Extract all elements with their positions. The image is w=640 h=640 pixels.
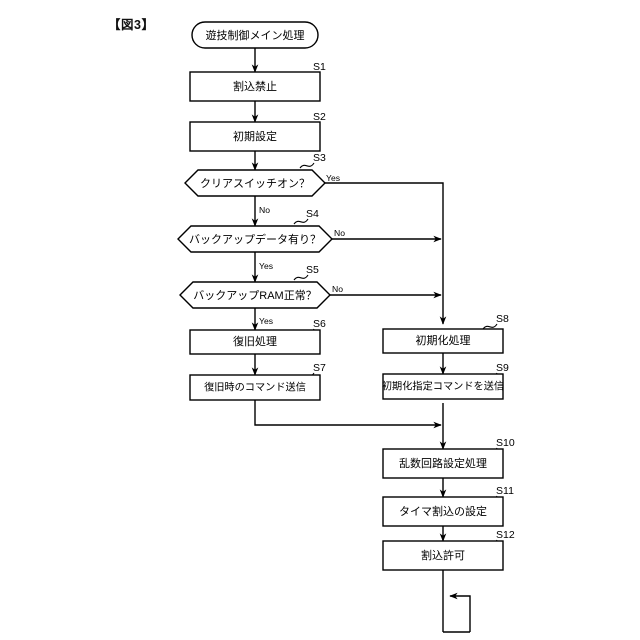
start-node-shape xyxy=(191,21,319,49)
branch-label-s4-yes: Yes xyxy=(259,261,273,271)
s5-label: バックアップRAM正常？ xyxy=(193,289,316,302)
node-s5[interactable]: バックアップRAM正常？ xyxy=(179,281,331,309)
step-label-s2: S2 xyxy=(313,111,326,123)
step-label-s8: S8 xyxy=(496,313,509,325)
s3-hexagon xyxy=(184,169,326,197)
step-label-s12: S12 xyxy=(496,529,515,541)
node-s10[interactable]: 乱数回路設定処理 xyxy=(382,448,504,479)
s9-box xyxy=(382,373,504,400)
s4-label: バックアップデータ有り？ xyxy=(189,232,321,246)
edge-s3-yes-to-s8 xyxy=(325,182,447,325)
node-s4[interactable]: バックアップデータ有り？ xyxy=(177,225,333,253)
s10-label: 乱数回路設定処理 xyxy=(399,456,487,470)
s10-box xyxy=(382,448,504,479)
node-s2[interactable]: 初期設定 xyxy=(189,121,321,152)
branch-label-s3-yes: Yes xyxy=(326,173,340,183)
leader-s4 xyxy=(293,218,309,225)
node-s8[interactable]: 初期化処理 xyxy=(382,328,504,354)
step-label-s6: S6 xyxy=(313,318,326,330)
s5-hexagon xyxy=(179,281,331,309)
leader-s8 xyxy=(482,323,498,330)
s12-box xyxy=(382,540,504,571)
step-label-s7: S7 xyxy=(313,362,326,374)
node-s1[interactable]: 割込禁止 xyxy=(189,71,321,102)
s3-label: クリアスイッチオン？ xyxy=(200,177,310,190)
node-s6[interactable]: 復旧処理 xyxy=(189,329,321,355)
s7-box xyxy=(189,374,321,401)
s11-label: タイマ割込の設定 xyxy=(399,504,487,518)
s12-label: 割込許可 xyxy=(421,548,465,562)
s7-label: 復旧時のコマンド送信 xyxy=(204,381,306,394)
leader-s3 xyxy=(299,162,315,169)
node-s9[interactable]: 初期化指定コマンドを送信 xyxy=(382,373,504,400)
step-label-s9: S9 xyxy=(496,362,509,374)
step-label-s4: S4 xyxy=(306,208,319,220)
figure-label: 【図3】 xyxy=(108,18,155,32)
s9-label: 初期化指定コマンドを送信 xyxy=(382,380,504,393)
s2-label: 初期設定 xyxy=(233,129,277,143)
branch-label-s4-no: No xyxy=(334,228,345,238)
leader-s5 xyxy=(293,274,309,281)
s1-label: 割込禁止 xyxy=(233,79,277,93)
s1-box xyxy=(189,71,321,102)
node-s11[interactable]: タイマ割込の設定 xyxy=(382,496,504,527)
branch-label-s5-no: No xyxy=(332,284,343,294)
s11-box xyxy=(382,496,504,527)
branch-label-s3-no: No xyxy=(259,205,270,215)
s6-box xyxy=(189,329,321,355)
node-s12[interactable]: 割込許可 xyxy=(382,540,504,571)
s4-hexagon xyxy=(177,225,333,253)
node-s7[interactable]: 復旧時のコマンド送信 xyxy=(189,374,321,401)
node-s3[interactable]: クリアスイッチオン？ xyxy=(184,169,326,197)
edge-s7-to-trunk xyxy=(254,400,442,429)
step-label-s1: S1 xyxy=(313,61,326,73)
loop-back-connector xyxy=(449,592,471,632)
start-node-label: 遊技制御メイン処理 xyxy=(206,28,305,42)
s6-label: 復旧処理 xyxy=(233,335,277,348)
branch-label-s5-yes: Yes xyxy=(259,316,273,326)
node-start[interactable]: 遊技制御メイン処理 xyxy=(191,21,319,49)
s2-box xyxy=(189,121,321,152)
step-label-s3: S3 xyxy=(313,152,326,164)
step-label-s11: S11 xyxy=(496,485,514,497)
s8-box xyxy=(382,328,504,354)
step-label-s10: S10 xyxy=(496,437,515,449)
s8-label: 初期化処理 xyxy=(416,333,471,347)
step-label-s5: S5 xyxy=(306,264,319,276)
